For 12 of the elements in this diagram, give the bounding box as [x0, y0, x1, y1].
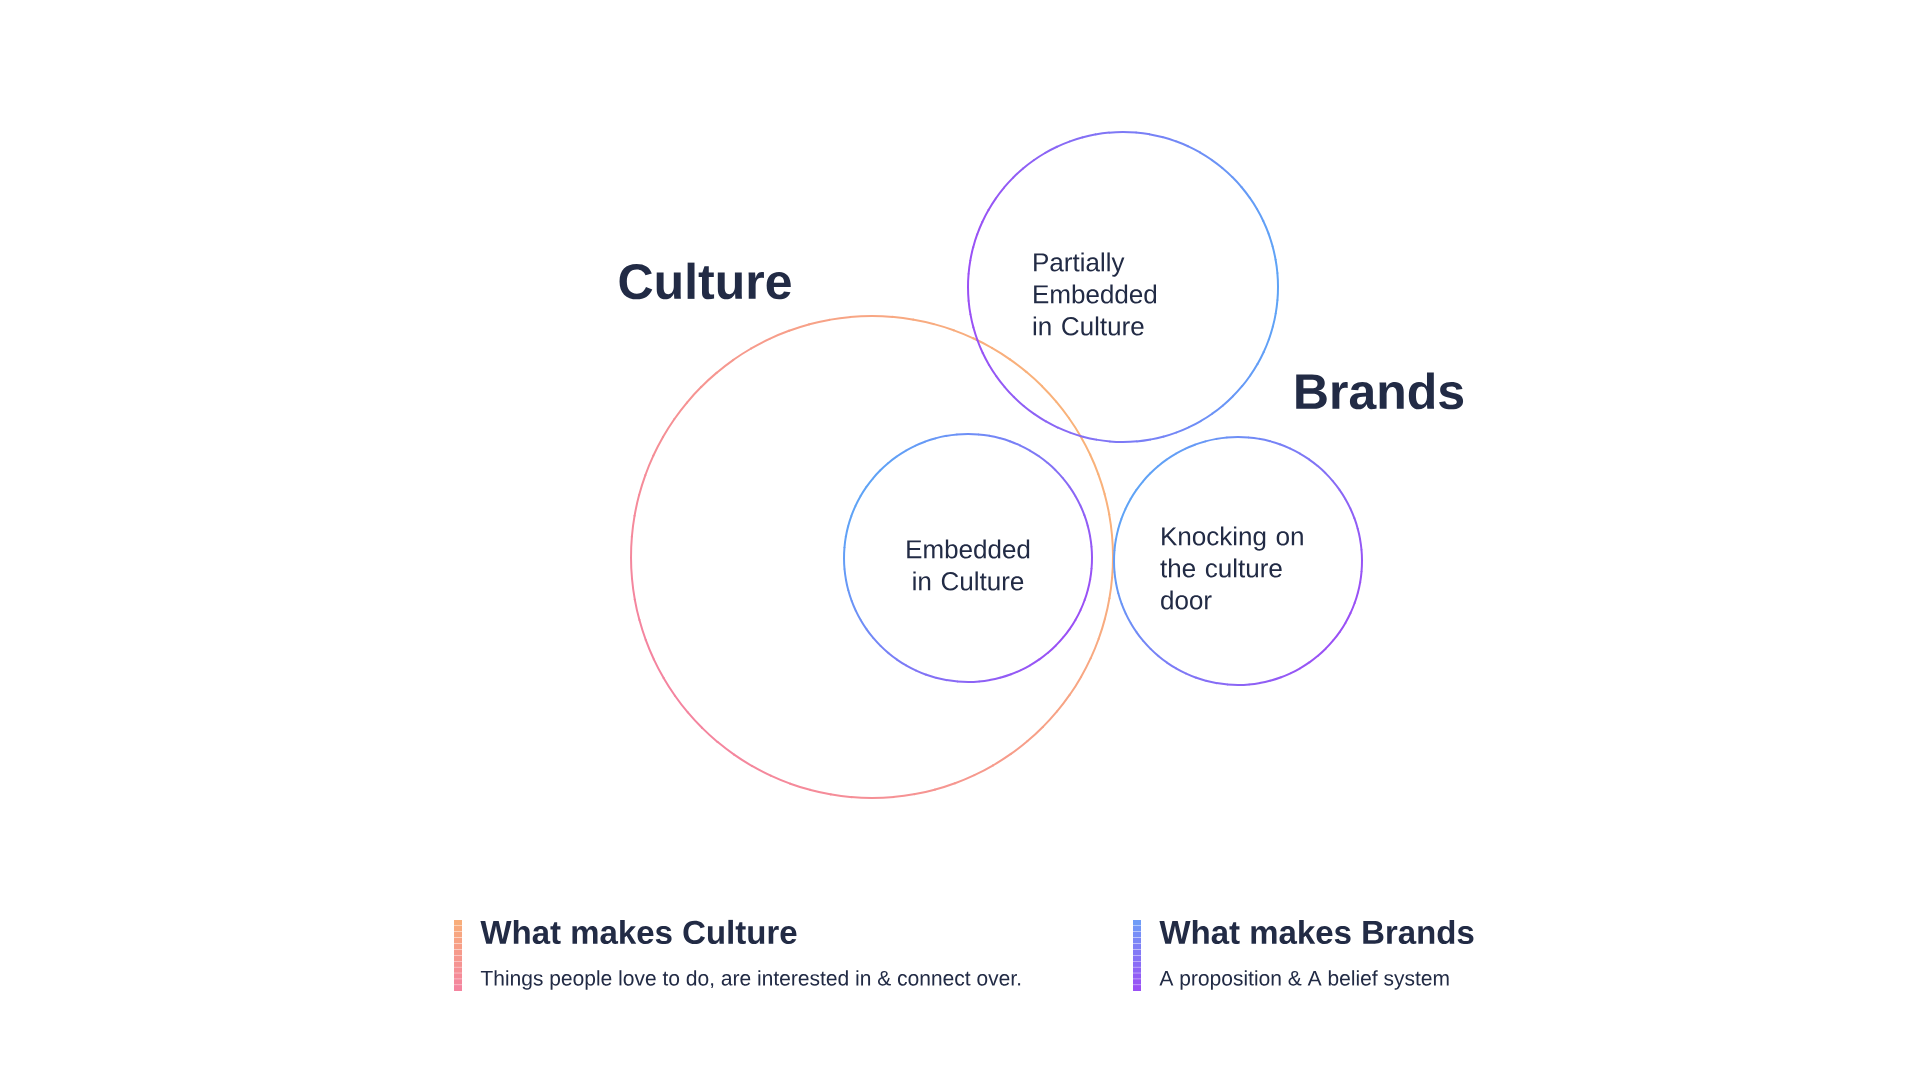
group-heading: Brands [1296, 372, 1464, 410]
circle-text: Partially Embedded in Culture [1033, 252, 1157, 336]
circle-text: Embedded in Culture [907, 539, 1030, 591]
circle [843, 433, 1093, 683]
legend-heading: What makes Culture [480, 919, 797, 945]
circle-text: Knocking on the culture door [1160, 526, 1303, 610]
legend-description: Things people love to do, are interested in & connect over. [480, 970, 1021, 990]
circle [1113, 436, 1363, 686]
legend-heading: What makes Brands [1159, 919, 1474, 945]
circle [967, 130, 1279, 443]
legend-description: A proposition & A belief system [1159, 970, 1449, 990]
circle-heading: Culture [619, 262, 791, 300]
